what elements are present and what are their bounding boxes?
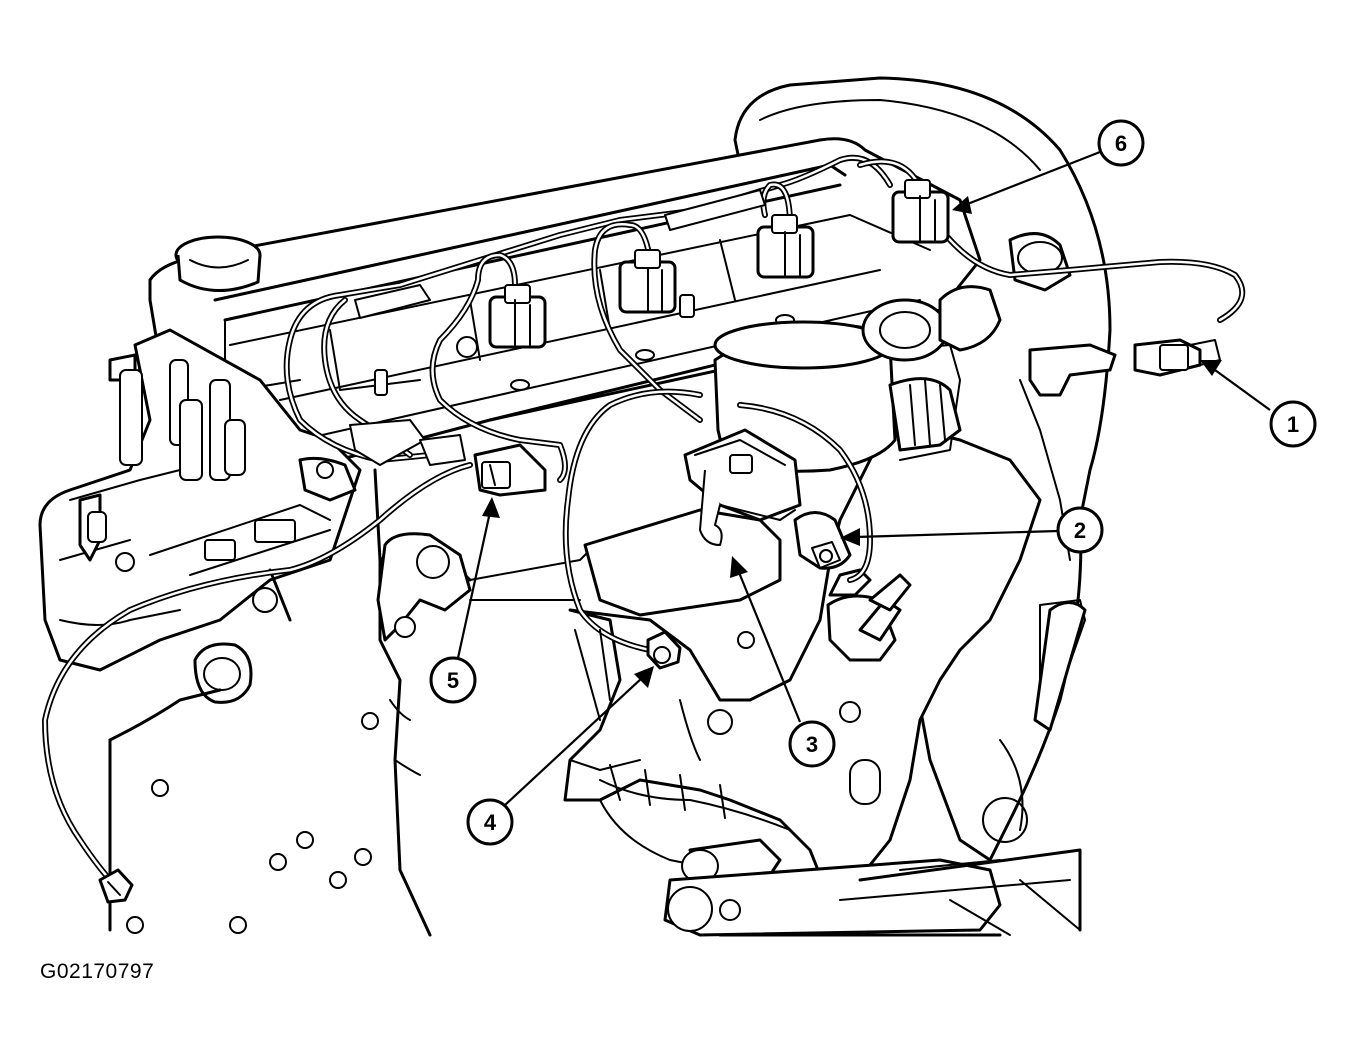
coil-connector-d [891,179,950,244]
callout-6-number: 6 [1115,131,1127,156]
callout-3: 3 [730,556,836,768]
connector-1 [1133,338,1221,377]
callout-3-number: 3 [806,732,818,757]
callout-4: 4 [466,666,654,846]
coil-connector-b [618,249,677,314]
exhaust-manifold [563,428,1082,937]
connector-2 [793,511,852,570]
callout-1-number: 1 [1287,412,1299,437]
intake-manifold-left [38,328,362,704]
engine-block [108,468,601,937]
connector-3 [683,428,802,546]
figure-id-label: G02170797 [40,960,155,983]
throttle-body [713,232,1117,732]
lower-left-connector [98,868,134,904]
callout-2-number: 2 [1074,518,1086,543]
coil-connector-a [488,284,547,349]
callout-1: 1 [1200,360,1317,448]
callout-5-number: 5 [447,668,459,693]
coil-connector-c [756,214,815,279]
coil-connectors [349,179,950,466]
connector-4 [646,630,682,670]
callout-6: 6 [952,119,1145,214]
callout-4-number: 4 [484,810,497,835]
callout-2: 2 [840,506,1104,554]
callout-5: 5 [429,497,500,704]
connector-5 [473,443,547,497]
